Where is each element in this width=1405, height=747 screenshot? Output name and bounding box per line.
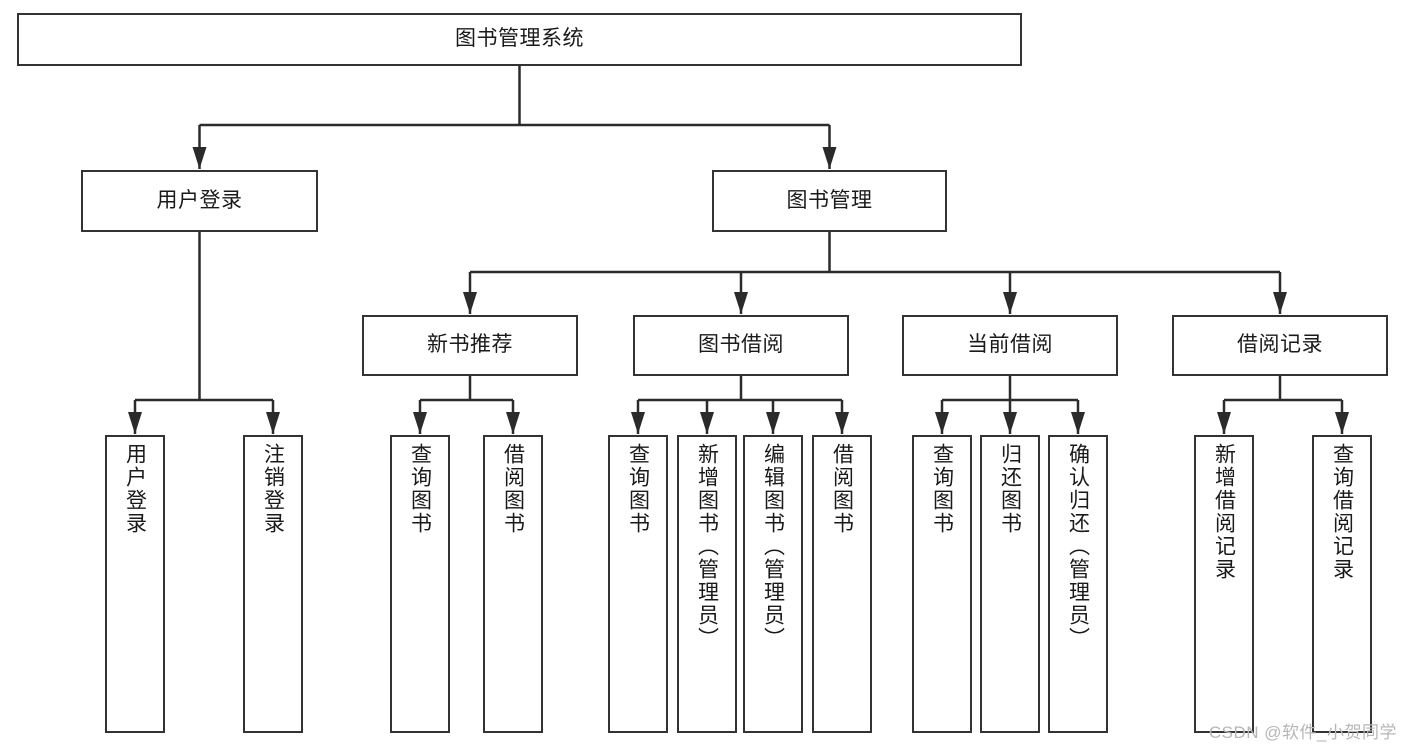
node-newbook[interactable]: 新书推荐 [362,315,578,376]
node-l-confirm[interactable]: 确认归还（管理员） [1048,435,1108,733]
node-l-return[interactable]: 归还图书 [980,435,1040,733]
node-label: 查询图书 [626,443,650,535]
node-label: 借阅图书 [501,443,525,535]
node-l-queryrec[interactable]: 查询借阅记录 [1312,435,1372,733]
node-label: 图书管理系统 [455,27,584,51]
node-label: 查询图书 [408,443,432,535]
edge-arrowhead [506,412,520,434]
edge-arrowhead [1273,292,1287,314]
edge-arrowhead [1003,412,1017,434]
node-l-edit[interactable]: 编辑图书（管理员） [743,435,803,733]
node-l-addrec[interactable]: 新增借阅记录 [1194,435,1254,733]
node-l-query3[interactable]: 查询图书 [912,435,972,733]
node-label: 图书管理 [786,188,873,212]
node-label: 借阅记录 [1237,333,1323,357]
node-label: 新增图书（管理员） [695,443,719,650]
node-label: 确认归还（管理员） [1066,443,1090,650]
edge-arrowhead [822,147,837,169]
node-l-borrow1[interactable]: 借阅图书 [483,435,543,733]
node-bookmgr[interactable]: 图书管理 [712,170,947,232]
node-l-query1[interactable]: 查询图书 [390,435,450,733]
edge-arrowhead [1003,292,1017,314]
node-login[interactable]: 用户登录 [81,170,318,232]
node-l-logout[interactable]: 注销登录 [243,435,303,733]
edge-arrowhead [631,412,645,434]
edge-arrowhead [700,412,714,434]
node-label: 新增借阅记录 [1212,443,1236,581]
edge-arrowhead [935,412,949,434]
node-label: 当前借阅 [967,333,1053,357]
node-root[interactable]: 图书管理系统 [17,13,1022,66]
node-l-borrow2[interactable]: 借阅图书 [812,435,872,733]
node-current[interactable]: 当前借阅 [902,315,1118,376]
edge-arrowhead [192,147,207,169]
node-label: 用户登录 [123,443,147,535]
edge-arrowhead [835,412,849,434]
node-label: 查询借阅记录 [1330,443,1354,581]
node-l-login[interactable]: 用户登录 [105,435,165,733]
node-l-query2[interactable]: 查询图书 [608,435,668,733]
edge-arrowhead [1071,412,1085,434]
edge-arrowhead [734,292,748,314]
node-label: 编辑图书（管理员） [761,443,785,650]
node-l-add[interactable]: 新增图书（管理员） [677,435,737,733]
edge-arrowhead [463,292,477,314]
node-label: 注销登录 [261,443,285,535]
edge-arrowhead [1335,412,1349,434]
node-label: 查询图书 [930,443,954,535]
node-label: 新书推荐 [427,333,513,357]
edge-arrowhead [266,412,280,434]
node-borrow[interactable]: 图书借阅 [633,315,849,376]
edge-arrowhead [1217,412,1231,434]
node-label: 归还图书 [998,443,1022,535]
node-label: 用户登录 [156,188,243,212]
node-label: 借阅图书 [830,443,854,535]
edge-arrowhead [766,412,780,434]
edge-arrowhead [128,412,142,434]
edge-arrowhead [413,412,427,434]
node-records[interactable]: 借阅记录 [1172,315,1388,376]
node-label: 图书借阅 [698,333,784,357]
